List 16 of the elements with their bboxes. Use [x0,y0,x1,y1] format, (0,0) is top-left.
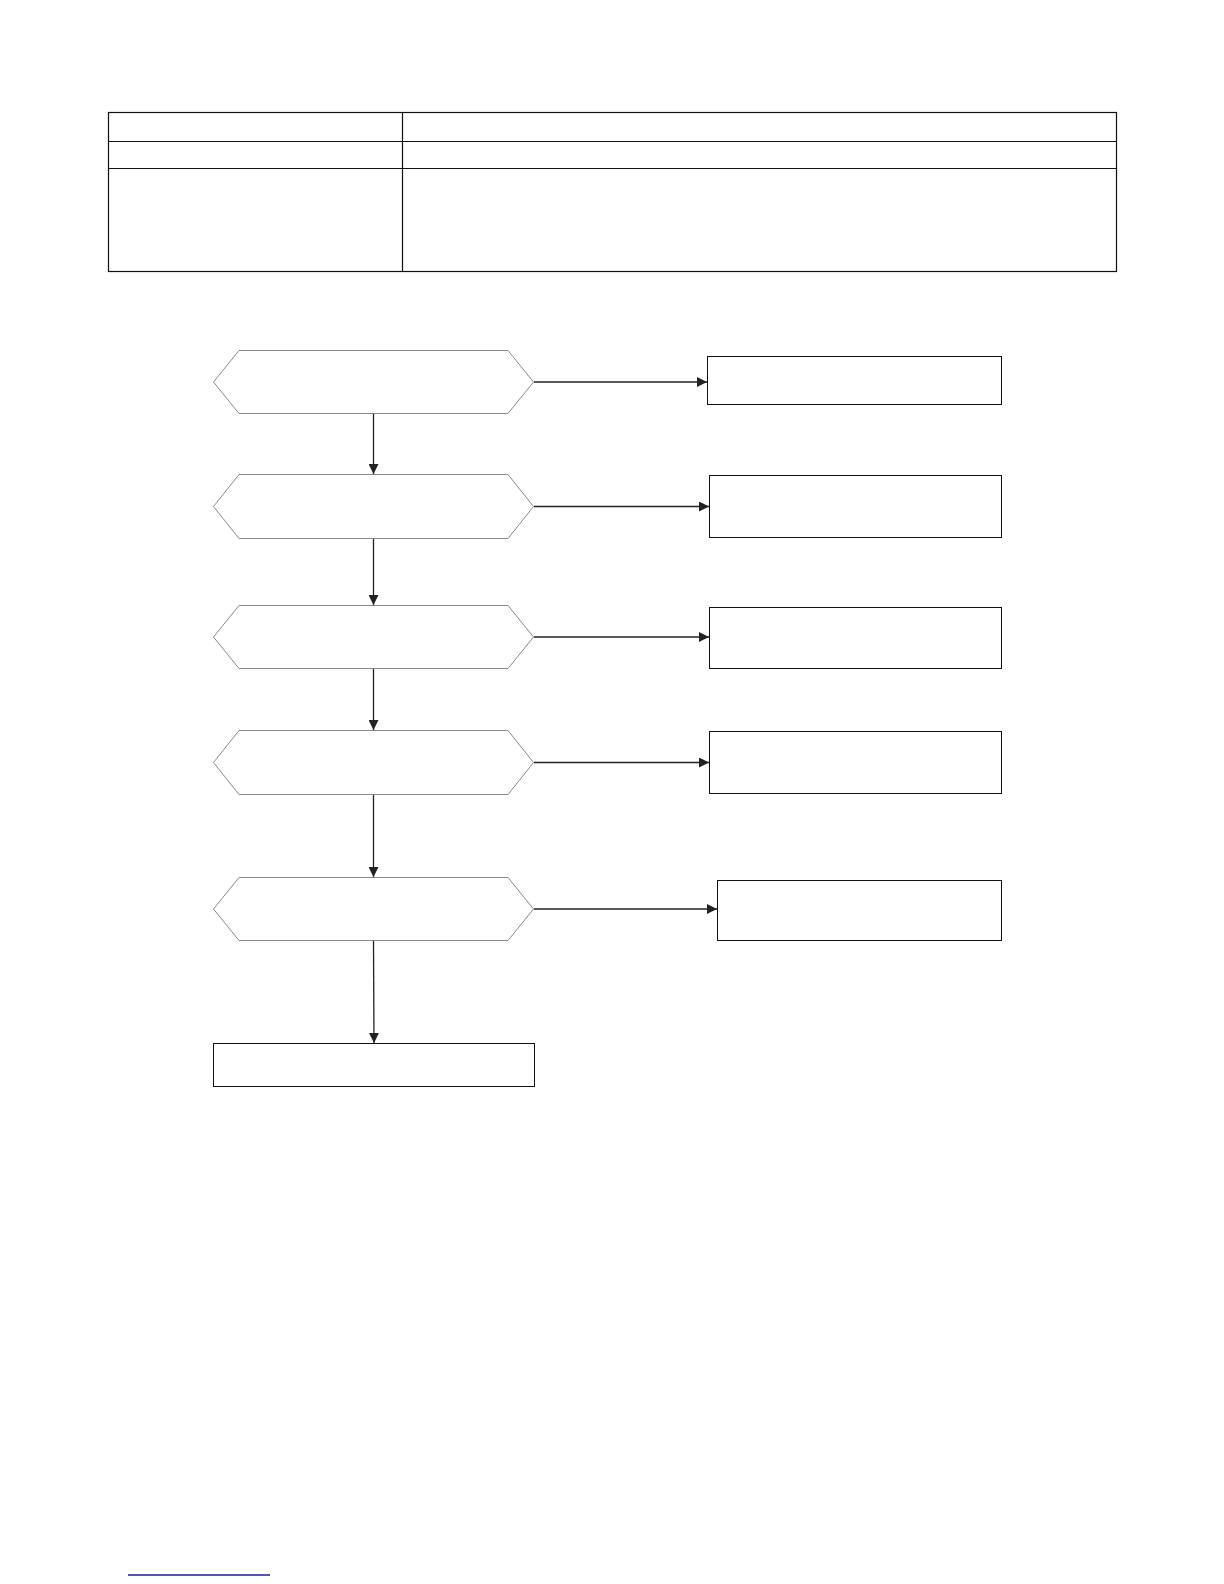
arrow [533,904,718,914]
arrow [368,668,379,731]
arrow [533,632,710,642]
arrow [533,757,710,768]
process-box [213,1043,535,1087]
process-box [709,475,1002,538]
arrow [368,794,379,878]
process-box [709,607,1002,669]
arrow [368,940,379,1044]
arrow [368,538,379,606]
arrow [533,501,710,512]
arrow [533,377,708,387]
process-box [709,731,1002,794]
arrow [368,413,379,475]
process-box [717,880,1002,941]
process-box [707,356,1002,405]
